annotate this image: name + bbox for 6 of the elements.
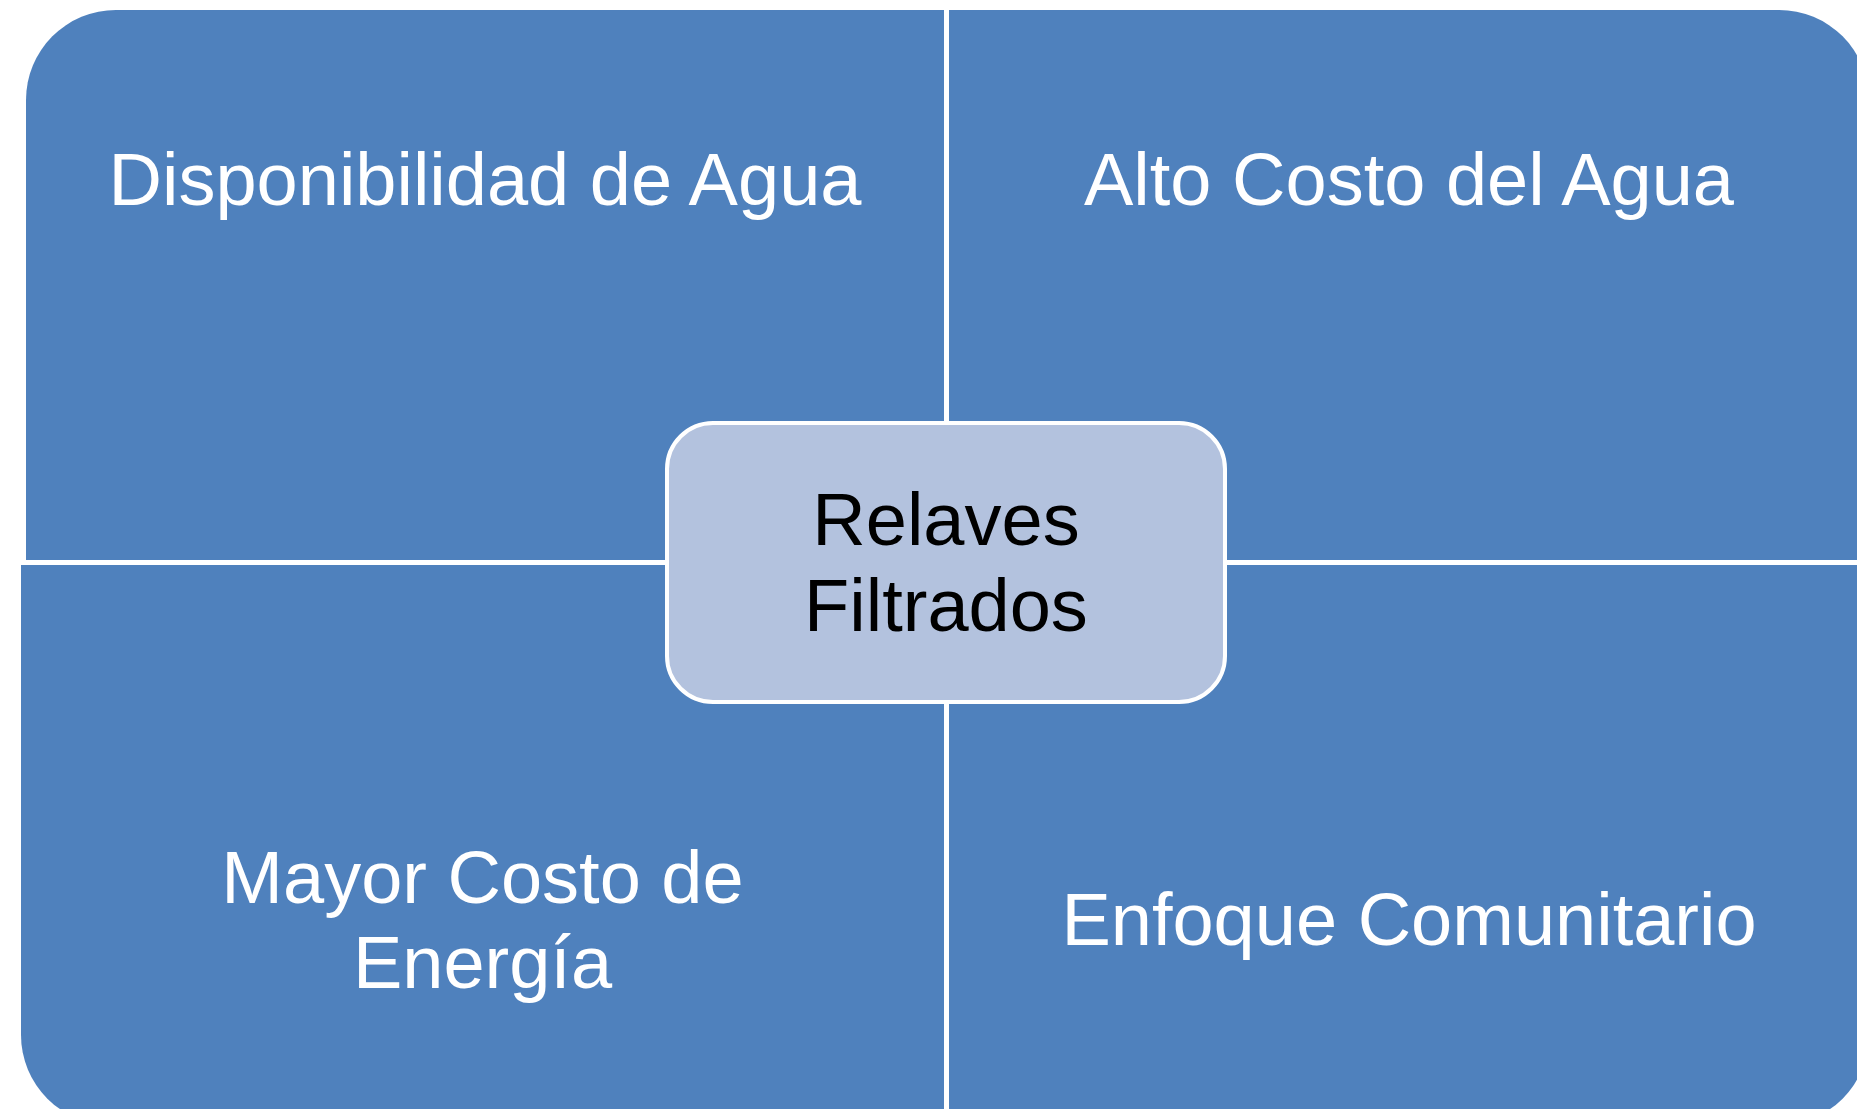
quadrant-label: Disponibilidad de Agua (108, 137, 862, 223)
center-label: Relaves Filtrados (803, 477, 1089, 648)
quadrant-label: Enfoque Comunitario (1061, 877, 1757, 963)
center-box (665, 421, 1227, 704)
quadrant-label: Mayor Costo de Energía (221, 834, 744, 1006)
quadrant-label: Alto Costo del Agua (1084, 137, 1734, 223)
